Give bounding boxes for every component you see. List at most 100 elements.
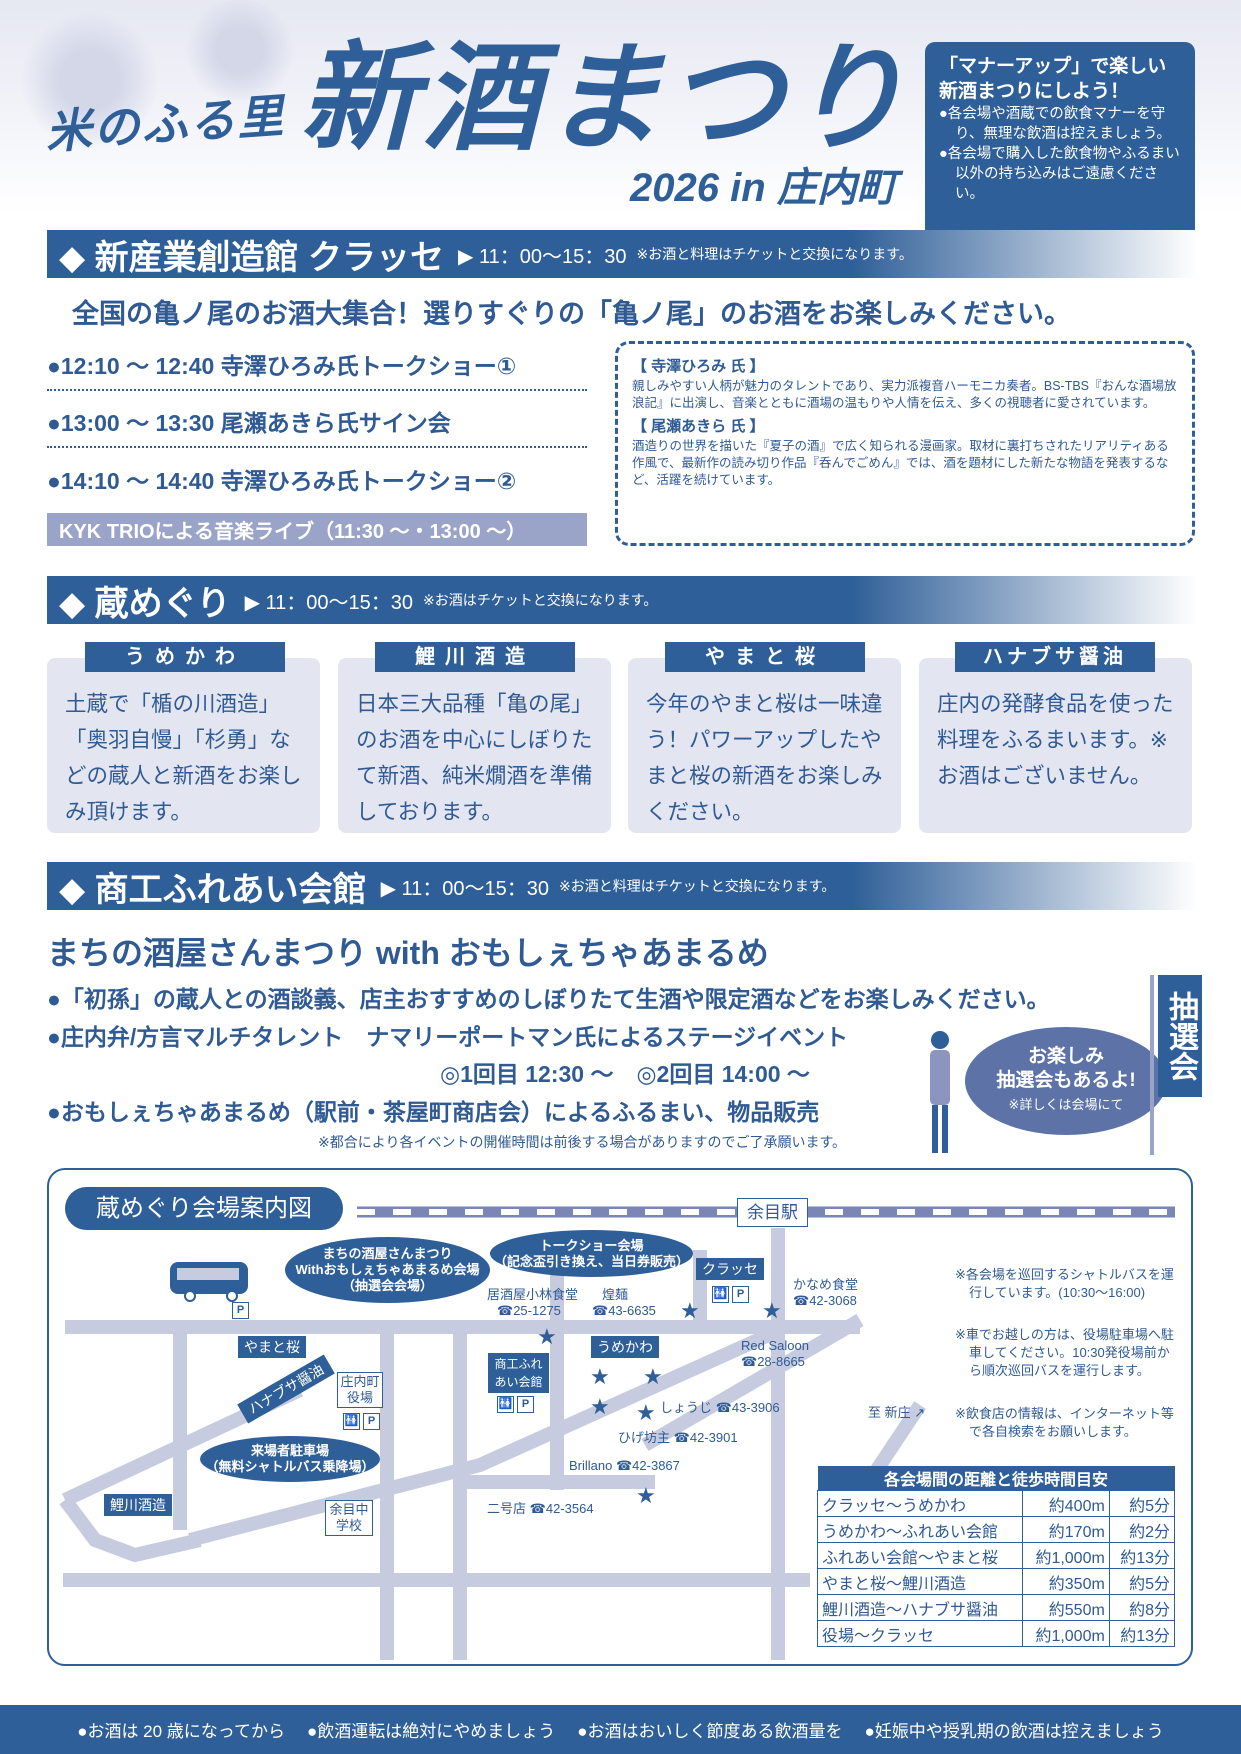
section-header-fureai: ◆ 商工ふれあい会館 ▶ 11：00〜15：30 ※お酒と料理はチケットと交換に… <box>47 862 1197 910</box>
shop-nigouten: 二号店 ☎42-3564 <box>487 1501 594 1517</box>
parking-icon: P <box>232 1302 249 1319</box>
brewery-card-hanabusa: 庄内の発酵食品を使った料理をふるまいます。※お酒はございません。 <box>919 658 1192 833</box>
road <box>641 1313 864 1452</box>
map-note: ※飲食店の情報は、インターネット等で各自検索をお願いします。 <box>955 1406 1174 1439</box>
footer-note: ●お酒は 20 歳になってから <box>77 1722 285 1741</box>
parking-icon: P <box>363 1413 380 1430</box>
distance: 約170m <box>1021 1516 1110 1543</box>
shop-star-icon: ★ <box>636 1400 656 1425</box>
parking-bubble: 来場者駐車場 （無料シャトルバス乗降場） <box>200 1436 380 1482</box>
manner-item: ●各会場で購入した飲食物やふるまい以外の持ち込みはご遠慮ください。 <box>939 146 1180 202</box>
disclaimer: ※都合により各イベントの開催時間は前後する場合がありますのでご了承願います。 <box>318 1134 847 1150</box>
section-note: ※お酒と料理はチケットと交換になります。 <box>636 246 913 262</box>
manner-item: ●各会場や酒蔵での飲食マナーを守り、無理な飲酒は控えましょう。 <box>939 106 1172 142</box>
route: ふれあい会館〜やまと桜 <box>817 1542 1023 1569</box>
walk-time: 約13分 <box>1108 1620 1176 1647</box>
card-label: ハナブサ醤油 <box>955 642 1155 672</box>
shop-name: 煌麺 <box>602 1287 629 1302</box>
card-label: 鯉川酒造 <box>375 642 575 672</box>
map-roads: ★ ★ ★ ★ ★ ★ ★ ★ <box>59 1206 1175 1660</box>
event-bullet: ●おもしぇちゃあまるめ（駅前・茶屋町商店会）によるふるまい、物品販売 <box>47 1099 820 1125</box>
bubble-line: トークショー会場 <box>539 1237 644 1253</box>
bubble-line: Withおもしぇちゃあまるめ会場 <box>295 1262 480 1277</box>
walk-time: 約5分 <box>1108 1490 1176 1517</box>
schedule-item: ●14:10 〜 14:40 寺澤ひろみ氏トークショー② <box>47 468 517 494</box>
facility-icons: 🚻P <box>712 1286 752 1308</box>
venue-label-umekawa: うめかわ <box>591 1336 659 1358</box>
walk-time: 約8分 <box>1108 1594 1176 1621</box>
profile-name: 【 寺澤ひろみ 氏 】 <box>632 358 765 375</box>
card-label: うめかわ <box>85 642 285 672</box>
section-title: ◆ 新産業創造館 クラッセ <box>59 238 445 277</box>
shop-komen: 煌麺☎43-6635 <box>592 1287 656 1319</box>
lottery-banner: 抽選会 <box>1158 975 1202 1097</box>
machi-venue-bubble: まちの酒屋さんまつり Withおもしぇちゃあまるめ会場 （抽選会会場） <box>285 1237 490 1303</box>
town-hall-label: 庄内町役場 <box>337 1372 383 1408</box>
parking-icon: P <box>732 1286 749 1303</box>
venue-label-fureai: 商工ふれあい会館 <box>488 1353 549 1393</box>
shop-tel: ☎42-3901 <box>673 1430 738 1445</box>
flower-decoration <box>180 0 300 100</box>
shop-name: 居酒屋小林食堂 <box>487 1287 579 1302</box>
route: 役場〜クラッセ <box>817 1620 1023 1647</box>
shop-tel: ☎25-1275 <box>497 1303 561 1318</box>
bubble-line: （記念盃引き換え、当日券販売） <box>493 1253 689 1269</box>
section-header-classe: ◆ 新産業創造館 クラッセ ▶ 11：00〜15：30 ※お酒と料理はチケットと… <box>47 230 1197 278</box>
bubble-line: まちの酒屋さんまつり <box>322 1246 453 1261</box>
route: クラッセ〜うめかわ <box>817 1490 1023 1517</box>
shop-tel: ☎43-6635 <box>592 1303 656 1318</box>
brewery-card-koikawa: 日本三大品種「亀の尾」のお酒を中心にしぼりたて新酒、純米燗酒を準備しております。 <box>338 658 611 833</box>
parking-icon: P <box>517 1396 534 1413</box>
bubble-line: （抽選会会場） <box>341 1278 433 1293</box>
lottery-line: お楽しみ <box>1027 1046 1104 1067</box>
distance: 約400m <box>1021 1490 1110 1517</box>
toilet-icon: 🚻 <box>343 1413 360 1430</box>
walk-time: 約5分 <box>1108 1568 1176 1595</box>
brewery-card-umekawa: 土蔵で「楯の川酒造」「奥羽自慢」「杉勇」などの蔵人と新酒をお楽しみ頂けます。 <box>47 658 320 833</box>
shop-star-icon: ★ <box>643 1364 663 1389</box>
shop-tel: ☎43-3906 <box>715 1400 780 1415</box>
station-label: 余目駅 <box>737 1198 808 1227</box>
profile-text: 酒造りの世界を描いた『夏子の酒』で広く知られる漫画家。取材に裏打ちされたリアリテ… <box>632 439 1169 487</box>
brewery-card-yamato: 今年のやまと桜は一味違う！パワーアップしたやまと桜の新酒をお楽しみください。 <box>628 658 901 833</box>
manner-notice: 「マナーアップ」で楽しい新酒まつりにしよう！ ●各会場や酒蔵での飲食マナーを守り… <box>925 42 1195 240</box>
shop-star-icon: ★ <box>537 1324 557 1349</box>
venue-map <box>47 1168 1193 1666</box>
manner-heading: 「マナーアップ」で楽しい新酒まつりにしよう！ <box>939 56 1167 102</box>
route: やまと桜〜鯉川酒造 <box>817 1568 1023 1595</box>
profile-name: 【 尾瀬あきら 氏 】 <box>632 418 765 435</box>
section-title: ◆ 蔵めぐり <box>59 584 231 623</box>
section-note: ※お酒はチケットと交換になります。 <box>423 592 658 608</box>
shop-tel: ☎42-3867 <box>615 1458 680 1473</box>
shop-name: Red Saloon <box>741 1338 809 1353</box>
section-lead: まちの酒屋さんまつり with おもしぇちゃあまるめ <box>47 935 769 971</box>
schedule-item: ●13:00 〜 13:30 尾瀬あきら氏サイン会 <box>47 404 587 448</box>
event-bullet: ●庄内弁/方言マルチタレント ナマリーポートマン氏によるステージイベント <box>47 1024 849 1050</box>
shop-kaname: かなめ食堂☎42-3068 <box>793 1277 858 1309</box>
route: うめかわ〜ふれあい会館 <box>817 1516 1023 1543</box>
shop-tel: ☎42-3068 <box>793 1293 857 1308</box>
toilet-icon: 🚻 <box>712 1286 729 1303</box>
person-illustration <box>920 1030 960 1155</box>
lottery-line: 抽選会もあるよ! <box>996 1070 1136 1091</box>
shop-star-icon: ★ <box>762 1298 782 1323</box>
shop-name: かなめ食堂 <box>793 1277 859 1292</box>
distance: 約550m <box>1021 1594 1110 1621</box>
shop-name: しょうじ <box>660 1400 713 1415</box>
footer-note: ●飲酒運転は絶対にやめましょう <box>306 1722 556 1741</box>
card-label: やまと桜 <box>665 642 865 672</box>
shop-name: Brillano <box>569 1458 613 1473</box>
section-header-kurameguri: ◆ 蔵めぐり ▶ 11：00〜15：30 ※お酒はチケットと交換になります。 <box>47 576 1197 624</box>
map-note: ※車でお越しの方は、役場駐車場へ駐車してください。10:30発役場前から順次巡回… <box>955 1327 1174 1378</box>
section-time: ▶ 11：00〜15：30 <box>244 591 414 614</box>
map-note: ※各会場を巡回するシャトルバスを運行しています。(10:30〜16:00) <box>955 1267 1174 1300</box>
shop-tel: ☎42-3564 <box>529 1501 594 1516</box>
section-title: ◆ 商工ふれあい会館 <box>59 870 367 909</box>
bubble-line: （無料シャトルバス乗降場） <box>205 1459 375 1474</box>
venue-label-yamato: やまと桜 <box>238 1336 306 1358</box>
shop-kobayashi: 居酒屋小林食堂☎25-1275 <box>487 1287 578 1319</box>
